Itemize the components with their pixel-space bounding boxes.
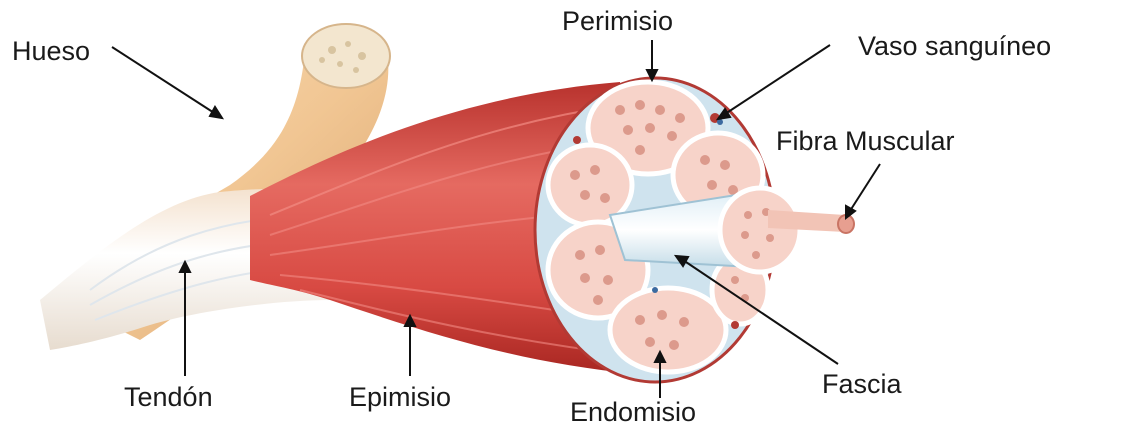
label-tendon: Tendón [124, 384, 213, 411]
label-hueso: Hueso [12, 38, 90, 65]
label-perimisio: Perimisio [562, 8, 673, 35]
label-epimisio: Epimisio [349, 384, 451, 411]
muscle-cross-section [535, 78, 854, 382]
label-vaso-sanguineo: Vaso sanguíneo [858, 33, 1051, 60]
label-endomisio: Endomisio [570, 399, 696, 426]
label-fibra-muscular: Fibra Muscular [776, 128, 955, 155]
label-fascia: Fascia [822, 371, 902, 398]
